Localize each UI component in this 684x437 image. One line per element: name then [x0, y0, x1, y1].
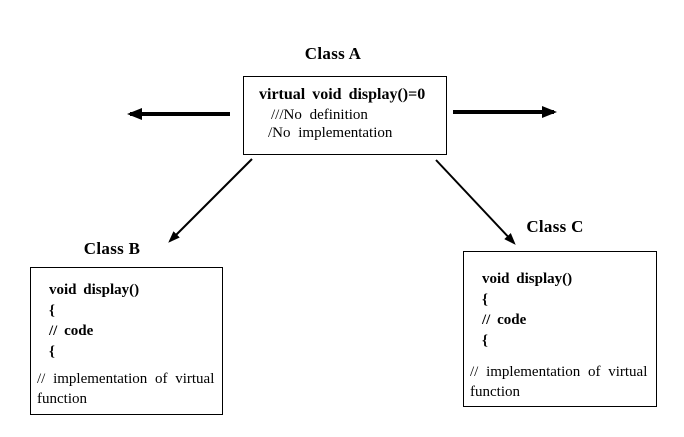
class-a-comment-no-definition: ///No definition [271, 107, 368, 123]
class-c-title: Class C [526, 217, 584, 236]
class-c-code-block: void display() { // code { [464, 269, 656, 351]
class-c-comment-line-2: function [470, 384, 520, 400]
class-b-code-line: { [49, 302, 55, 319]
class-b-code-line: // code [49, 323, 94, 339]
class-b-code-line: { [49, 343, 55, 360]
class-c-comment-line-1: // implementation of virtual [470, 364, 648, 380]
class-c-code-line: { [482, 291, 488, 308]
inheritance-arrow-class-b-icon [168, 158, 253, 243]
class-c-box: void display() { // code { // implementa… [463, 251, 657, 407]
class-b-code-line: void display() [49, 282, 140, 298]
class-a-signature: virtual void display()=0 [259, 86, 426, 103]
class-a-title: Class A [304, 44, 362, 63]
class-b-comment-line-2: function [37, 391, 87, 407]
class-c-implementation-comment: // implementation of virtual function [470, 362, 651, 402]
class-b-implementation-comment: // implementation of virtual function [37, 369, 217, 409]
class-c-code-line: { [482, 332, 488, 349]
class-b-box: void display() { // code { // implementa… [30, 267, 223, 415]
class-b-comment-line-1: // implementation of virtual [37, 371, 215, 387]
class-c-code-line: void display() [482, 271, 573, 287]
class-b-code-block: void display() { // code { [31, 280, 222, 362]
class-a-comment-no-implementation: /No implementation [268, 125, 393, 141]
inheritance-arrow-class-c-icon [435, 159, 516, 245]
class-a-box: virtual void display()=0 ///No definitio… [243, 76, 447, 155]
class-b-title: Class B [83, 239, 141, 258]
class-c-code-line: // code [482, 312, 527, 328]
